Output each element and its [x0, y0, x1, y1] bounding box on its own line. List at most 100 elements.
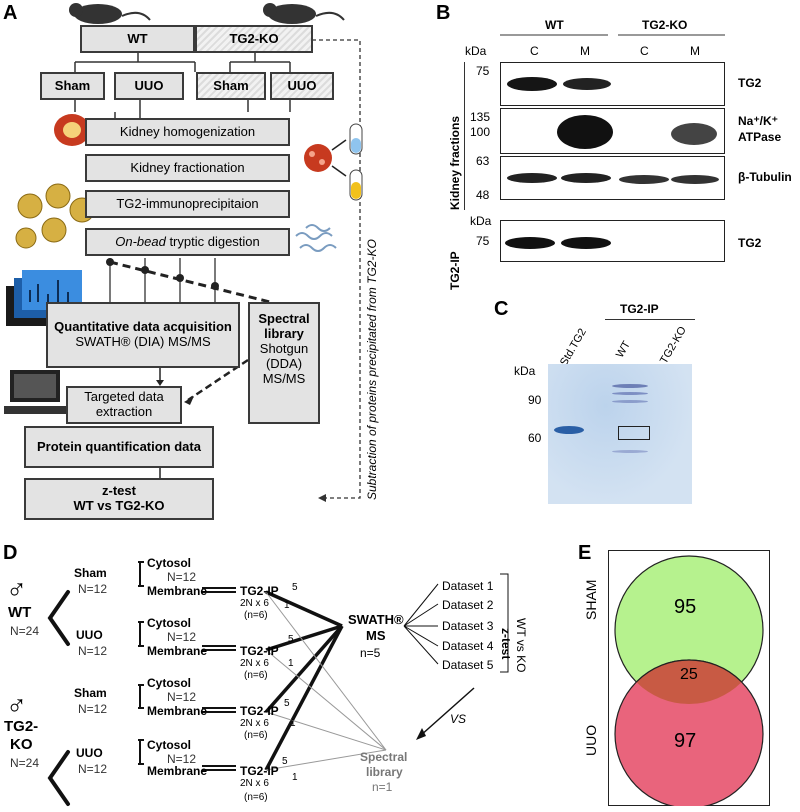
spectral-library-label-1: Spectral: [360, 750, 408, 764]
rep-4: 2N x 6: [240, 778, 269, 789]
digestion-label: tryptic digestion: [165, 233, 260, 249]
dataset-4: Dataset 4: [442, 639, 494, 653]
panel-e-letter: E: [578, 542, 592, 564]
band: [671, 123, 717, 145]
panel-d-letter: D: [3, 542, 18, 564]
kidney-fractions-label: Kidney fractions: [448, 115, 462, 210]
beads-icon: [15, 183, 95, 249]
d-wt-n: N=24: [10, 624, 40, 638]
mouse-icon-ko: [263, 3, 345, 24]
box-homogenization: Kidney homogenization: [85, 118, 290, 146]
five-1: 5: [292, 582, 298, 593]
venn-count-uuo: 97: [674, 730, 697, 752]
gel-image: [548, 364, 692, 504]
venn-count-overlap: 25: [680, 666, 698, 683]
blot-label-atpase-2: ATPase: [738, 130, 782, 144]
dataset-2: Dataset 2: [442, 598, 494, 612]
band: [505, 237, 555, 249]
panel-b-letter: B: [436, 2, 451, 24]
band: [619, 175, 669, 184]
lane-label-4: M: [690, 44, 700, 58]
one-1: 1: [284, 600, 290, 611]
male-icon-ko: ♂: [6, 690, 27, 721]
band: [507, 173, 557, 183]
tg2ip-1: TG2-IP: [240, 584, 279, 598]
peptides-icon: [295, 224, 337, 252]
band: [671, 175, 719, 184]
d-ko-sham-n: N=12: [78, 702, 108, 716]
tg2ip-2: TG2-IP: [240, 644, 279, 658]
blot-label-tg2: TG2: [738, 76, 762, 90]
one-4: 1: [292, 772, 298, 783]
n6-4: (n=6): [244, 792, 268, 803]
blot-tg2: [500, 62, 725, 106]
organelles-icon: [304, 139, 347, 177]
kidney-fractions-bracket: [464, 62, 465, 210]
box-targeted-extraction: Targeted data extraction: [66, 386, 182, 424]
lane-label-2: M: [580, 44, 590, 58]
spectral-library-n: n=1: [372, 780, 393, 794]
d-wt-label: WT: [8, 604, 32, 621]
five-3: 5: [284, 698, 290, 709]
band: [561, 237, 611, 249]
box-ztest: z-test WT vs TG2-KO: [24, 478, 214, 520]
swath-ms: MS: [366, 628, 386, 643]
dataset-5: Dataset 5: [442, 658, 494, 672]
rep-3: 2N x 6: [240, 718, 269, 729]
membrane-3: Membrane: [147, 704, 208, 718]
venn-diagram: [614, 555, 764, 806]
d-ztest-2: WT vs KO: [514, 618, 528, 673]
marker-75b: 75: [476, 234, 490, 248]
gel-band: [612, 450, 648, 453]
d-ztest: z-test: [499, 628, 513, 660]
dataset-3: Dataset 3: [442, 619, 494, 633]
marker-75a: 75: [476, 64, 490, 78]
vs-label: VS: [450, 712, 467, 726]
blot-label-tubulin: β-Tubulin: [738, 170, 792, 184]
band: [563, 78, 611, 90]
n6-2: (n=6): [244, 670, 268, 681]
cytosol-1: Cytosol: [147, 556, 192, 570]
panel-d-connectors: [47, 561, 509, 806]
box-digestion: On-bead tryptic digestion: [85, 228, 290, 256]
d-ko-n: N=24: [10, 756, 40, 770]
digestion-italic-label: On-bead: [115, 233, 166, 249]
ztest-subtitle: WT vs TG2-KO: [73, 498, 165, 513]
band: [507, 77, 557, 91]
gel-lane-ko: TG2-KO: [658, 324, 689, 366]
box-ko-sham: Sham: [196, 72, 266, 100]
marker-63: 63: [476, 154, 490, 168]
blot-wt-header: WT: [545, 18, 564, 32]
quant-subtitle: SWATH® (DIA) MS/MS: [75, 334, 211, 349]
marker-135: 135: [470, 110, 491, 124]
mouse-icon-wt: [69, 3, 151, 24]
band: [557, 115, 613, 149]
gel-ip-header: TG2-IP: [620, 302, 659, 316]
marker-48: 48: [476, 188, 490, 202]
marker-100: 100: [470, 125, 491, 139]
box-immunoprecipitation: TG2-immunoprecipitaion: [85, 190, 290, 218]
lane-label-1: C: [530, 44, 539, 58]
spectral-subtitle: Shotgun (DDA) MS/MS: [259, 340, 309, 386]
cytosol-3-n: N=12: [167, 690, 197, 704]
one-3: 1: [290, 718, 296, 729]
membrane-4: Membrane: [147, 764, 208, 778]
dataset-1: Dataset 1: [442, 579, 494, 593]
venn-label-uuo: UUO: [583, 724, 599, 756]
cytosol-2-n: N=12: [167, 630, 197, 644]
kda-label-b2: kDa: [470, 214, 492, 228]
tg2ip-3: TG2-IP: [240, 704, 279, 718]
spectral-title: Spectral library: [258, 311, 310, 341]
gel-band: [612, 400, 648, 403]
lane-label-3: C: [640, 44, 649, 58]
gel-band-std: [554, 426, 584, 434]
d-ko-sham: Sham: [74, 686, 107, 700]
venn-count-sham: 95: [674, 596, 697, 618]
d-ko-label-2: KO: [10, 736, 33, 753]
ztest-title: z-test: [102, 483, 136, 499]
blot-ko-header: TG2-KO: [642, 18, 688, 32]
one-2: 1: [288, 658, 294, 669]
box-quantitative-acquisition: Quantitative data acquisition SWATH® (DI…: [46, 302, 240, 368]
d-ko-uuo: UUO: [76, 746, 103, 760]
box-fractionation: Kidney fractionation: [85, 154, 290, 182]
